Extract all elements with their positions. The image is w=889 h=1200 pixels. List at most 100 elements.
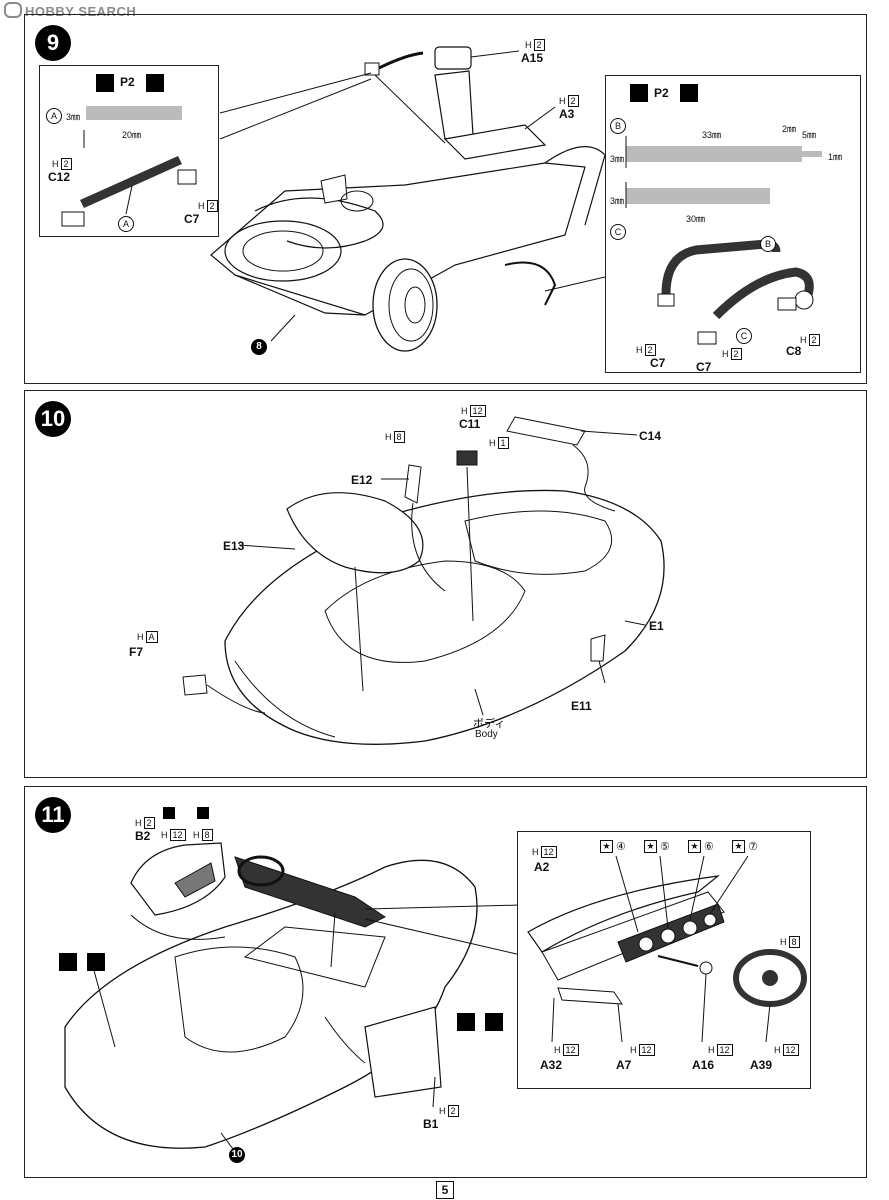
step-number: 10	[35, 401, 71, 437]
star-icon: ★	[688, 840, 701, 853]
tape-b-strip	[626, 146, 802, 162]
part-a7: A7	[616, 1058, 632, 1072]
part-c14: C14	[639, 429, 662, 443]
part-a16: A16	[692, 1058, 715, 1072]
part-e13: E13	[223, 539, 245, 553]
paint-brush-icon	[485, 1013, 503, 1031]
marker-c-lower: C	[736, 328, 752, 344]
decal-4: ④	[616, 841, 626, 853]
step-number: 9	[35, 25, 71, 61]
part-b1: B1	[423, 1117, 439, 1131]
tape-label: P2	[654, 86, 669, 100]
part-b2: B2	[135, 829, 151, 843]
body-label-en: Body	[475, 729, 498, 740]
tape-b-tip	[802, 151, 822, 157]
body-label-jp: ボディ	[473, 718, 506, 730]
part-a39: A39	[750, 1058, 773, 1072]
ref-step-10: 10	[229, 1147, 245, 1163]
paint-brush-icon	[87, 953, 105, 971]
body-drawing	[182, 416, 665, 745]
marker-a: A	[46, 108, 62, 124]
x2-icon	[680, 84, 698, 102]
b-length: 33㎜	[702, 130, 722, 140]
marker-c: C	[610, 224, 626, 240]
dashboard-drawing	[527, 855, 807, 1043]
decal-5: ⑤	[660, 841, 670, 853]
belt-drawing	[625, 136, 814, 345]
seatbelt-drawing	[61, 130, 197, 227]
decal-6: ⑥	[704, 841, 714, 853]
star-icon: ★	[644, 840, 657, 853]
color-icon	[197, 807, 209, 819]
part-c11: C11	[459, 417, 481, 431]
ref-step-8: 8	[251, 339, 267, 355]
chassis-drawing	[210, 46, 606, 352]
part-e12: E12	[351, 473, 373, 487]
marker-b: B	[610, 118, 626, 134]
b-seg1: 2㎜	[782, 124, 797, 134]
tape-icon	[96, 74, 114, 92]
c-height: 3㎜	[610, 196, 625, 206]
hobby-search-logo-icon	[4, 2, 22, 18]
tape-label: P2	[120, 75, 135, 89]
c-length: 30㎜	[686, 214, 706, 224]
b-seg2: 5㎜	[802, 130, 817, 140]
part-c7a: C7	[650, 356, 666, 370]
part-f7: F7	[129, 645, 144, 659]
star-icon: ★	[732, 840, 745, 853]
b-height: 3㎜	[610, 154, 625, 164]
step-number: 11	[35, 797, 71, 833]
part-c7: C7	[184, 212, 200, 226]
part-c7b: C7	[696, 360, 712, 374]
part-a2: A2	[534, 860, 550, 874]
x2-icon	[146, 74, 164, 92]
star-icon: ★	[600, 840, 613, 853]
page-number: 5	[436, 1181, 454, 1199]
color-icon	[457, 1013, 475, 1031]
tape-a-height: 3㎜	[66, 112, 81, 122]
part-e11: E11	[571, 699, 592, 713]
color-icon	[59, 953, 77, 971]
color-icon	[163, 807, 175, 819]
decal-7: ⑦	[748, 841, 758, 853]
tape-a-strip	[86, 106, 182, 120]
watermark: HOBBY SEARCH	[4, 2, 136, 19]
tape-c-strip	[626, 188, 770, 204]
tape-a-length: 20㎜	[122, 130, 142, 140]
marker-b-lower: B	[760, 236, 776, 252]
interior-drawing	[64, 842, 522, 1150]
marker-a-bottom: A	[118, 216, 134, 232]
tape-icon	[630, 84, 648, 102]
part-e1: E1	[649, 619, 664, 633]
part-a32: A32	[540, 1058, 563, 1072]
part-a3: A3	[559, 107, 575, 121]
part-c12: C12	[48, 170, 71, 184]
part-a15: A15	[521, 51, 544, 65]
